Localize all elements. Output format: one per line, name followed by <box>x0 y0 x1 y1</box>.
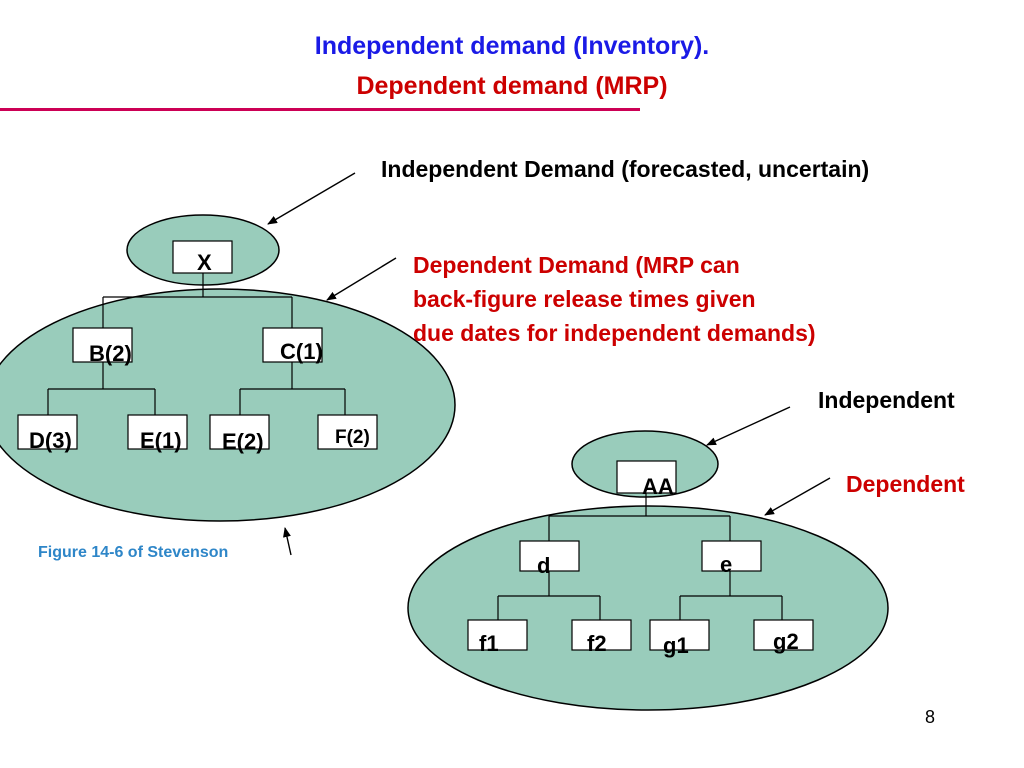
arrow-independent-forecast <box>267 172 356 225</box>
title-underline <box>0 108 640 111</box>
node-label-f1: f1 <box>479 631 499 656</box>
node-label-e2: E(2) <box>222 429 264 454</box>
annotation-independent-forecast: Independent Demand (forecasted, uncertai… <box>381 156 870 182</box>
node-label-aa: AA <box>642 474 674 499</box>
node-box-aa <box>616 460 677 494</box>
dependent-ellipse-aa <box>407 505 889 711</box>
node-box-d <box>519 540 580 572</box>
page-number: 8 <box>925 707 936 727</box>
node-label-e1: E(1) <box>140 428 182 453</box>
node-box-e1 <box>127 414 188 450</box>
node-label-g2: g2 <box>773 629 799 654</box>
annotation-dependent-mrp-line-2: back-figure release times given <box>413 286 756 312</box>
node-label-b2: B(2) <box>89 341 132 366</box>
node-label-x: X <box>197 250 212 275</box>
dependent-ellipse-x <box>0 288 456 522</box>
tree2-connectors <box>497 493 783 620</box>
node-label-f2-small: f2 <box>587 631 607 656</box>
annotation-dependent-mrp-line-3: due dates for independent demands) <box>413 320 816 346</box>
annotation-dependent: Dependent <box>846 471 965 497</box>
arrow-dependent-aa <box>764 477 831 516</box>
node-box-f2 <box>317 414 378 450</box>
annotation-dependent-mrp: Dependent Demand (MRP can back-figure re… <box>413 248 816 350</box>
tree1-connectors <box>47 273 346 415</box>
node-box-f1 <box>467 619 528 651</box>
title-line-2: Dependent demand (MRP) <box>356 72 668 100</box>
node-box-x <box>172 240 233 274</box>
title-line-1: Independent demand (Inventory). <box>314 32 710 60</box>
node-box-e2 <box>209 414 270 450</box>
annotation-dependent-mrp-line-1: Dependent Demand (MRP can <box>413 252 740 278</box>
node-box-f2 <box>571 619 632 651</box>
node-box-e <box>701 540 762 572</box>
node-box-c1 <box>262 327 323 363</box>
node-label-f2: F(2) <box>335 427 370 448</box>
arrow-dependent-mrp <box>326 257 397 301</box>
node-label-c1: C(1) <box>280 339 323 364</box>
annotation-independent: Independent <box>818 387 955 413</box>
node-label-e: e <box>720 552 733 577</box>
arrow-caption <box>283 527 292 556</box>
node-box-g2 <box>753 619 814 651</box>
node-box-d3 <box>17 414 78 450</box>
node-label-d: d <box>537 553 551 578</box>
node-box-b2 <box>72 327 133 363</box>
arrow-independent-aa <box>706 406 791 446</box>
node-label-g1: g1 <box>663 633 689 658</box>
node-label-d3: D(3) <box>29 428 72 453</box>
figure-caption: Figure 14-6 of Stevenson <box>38 544 229 561</box>
node-box-g1 <box>649 619 710 651</box>
